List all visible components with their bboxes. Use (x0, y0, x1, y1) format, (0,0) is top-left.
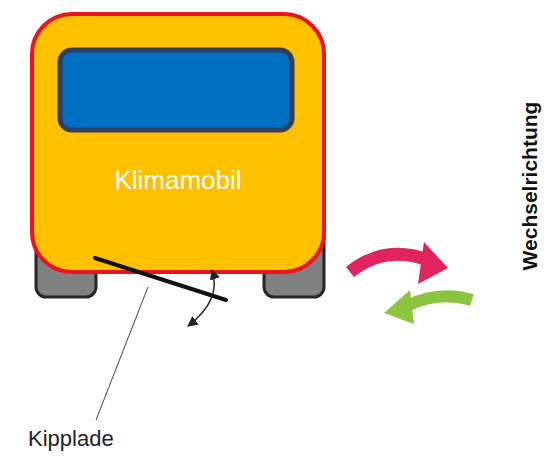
green-arrow-head (384, 290, 414, 324)
vehicle-body: Klimamobil (30, 12, 326, 274)
red-arrow-head (418, 242, 448, 284)
direction-label: Wechselrichtung (518, 102, 542, 271)
green-arrow-body (406, 296, 472, 306)
tilt-arrow (188, 270, 214, 326)
leader-line (96, 287, 148, 420)
left-wheel (36, 225, 96, 297)
vehicle-window (60, 50, 292, 130)
part-label: Kipplade (28, 426, 114, 452)
red-arrow-body (350, 254, 428, 272)
right-wheel (264, 225, 324, 297)
node-label: Klimamobil (114, 165, 241, 196)
tilt-flap (95, 258, 226, 300)
